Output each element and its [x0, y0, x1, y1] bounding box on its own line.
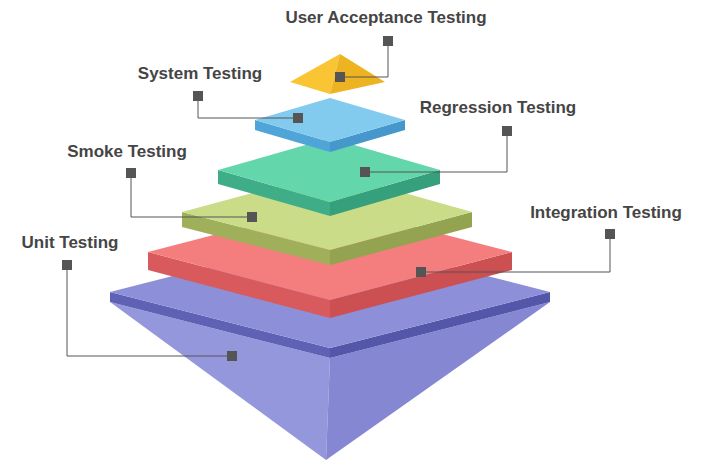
layer-label: Integration Testing	[530, 203, 682, 223]
leader-dots	[62, 36, 615, 361]
uat-layer	[290, 54, 385, 94]
layer-label: Regression Testing	[420, 98, 577, 118]
leader-lines	[67, 41, 610, 356]
layer-label: User Acceptance Testing	[285, 8, 486, 28]
layer-label: System Testing	[138, 64, 262, 84]
system-layer	[255, 98, 405, 152]
layer-label: Smoke Testing	[67, 142, 187, 162]
layer-label: Unit Testing	[22, 233, 119, 253]
